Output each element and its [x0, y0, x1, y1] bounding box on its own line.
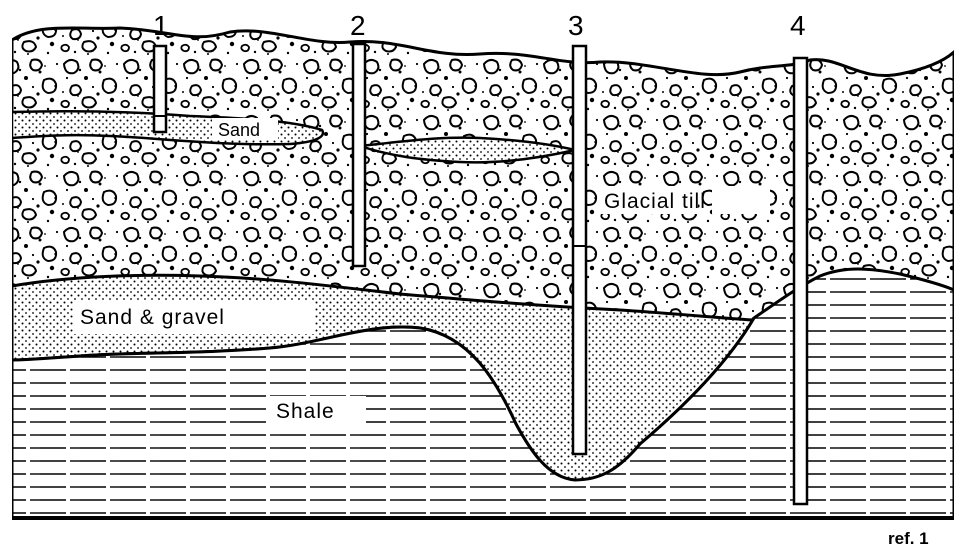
well-4 — [794, 58, 807, 504]
glacial-till-label: Glacial till — [604, 190, 706, 213]
shale-label: Shale — [276, 400, 335, 423]
well-2 — [353, 44, 365, 266]
well-1 — [154, 46, 166, 132]
well-4-label: 4 — [790, 10, 806, 41]
well-3 — [573, 46, 586, 454]
reference-label: ref. 1 — [888, 529, 929, 548]
well-3-label: 3 — [568, 10, 584, 41]
well-1-label: 1 — [153, 10, 169, 41]
sand-gravel-label: Sand & gravel — [80, 306, 225, 329]
well-2-label: 2 — [350, 10, 366, 41]
sand-label: Sand — [218, 120, 260, 140]
